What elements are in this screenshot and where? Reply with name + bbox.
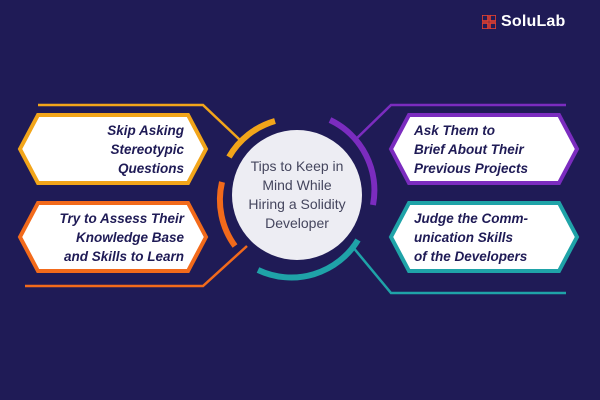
ring-arc-teal bbox=[256, 238, 361, 281]
tip-card-2: Try to Assess Their Knowledge Base and S… bbox=[22, 203, 204, 271]
solulab-logo-icon bbox=[482, 15, 496, 29]
ring-arc-purple bbox=[328, 117, 378, 206]
brand-name: SoluLab bbox=[501, 13, 566, 30]
hex-card-yellow bbox=[17, 113, 209, 185]
tip-card-4: Judge the Comm- unication Skills of the … bbox=[394, 203, 576, 271]
connector-orange bbox=[25, 245, 248, 288]
hex-card-teal bbox=[388, 201, 580, 273]
connector-teal bbox=[351, 245, 566, 295]
brand-logo: SoluLab bbox=[482, 12, 566, 32]
center-topic-text: Tips to Keep in Mind While Hiring a Soli… bbox=[248, 158, 346, 231]
tip-text: Judge the Comm- unication Skills of the … bbox=[414, 210, 529, 264]
hex-card-orange bbox=[17, 201, 209, 273]
tip-text: Skip Asking Stereotypic Questions bbox=[107, 122, 184, 176]
connector-yellow bbox=[38, 103, 241, 141]
ring-arc-yellow bbox=[226, 118, 276, 159]
connector-purple bbox=[354, 103, 566, 141]
hex-card-purple bbox=[388, 113, 580, 185]
ring-arc-orange bbox=[216, 181, 238, 248]
tip-text: Try to Assess Their Knowledge Base and S… bbox=[59, 210, 184, 264]
center-topic: Tips to Keep in Mind While Hiring a Soli… bbox=[232, 130, 362, 260]
tip-text: Ask Them to Brief About Their Previous P… bbox=[414, 122, 529, 176]
tip-card-3: Ask Them to Brief About Their Previous P… bbox=[394, 115, 576, 183]
tip-card-1: Skip Asking Stereotypic Questions bbox=[22, 115, 204, 183]
